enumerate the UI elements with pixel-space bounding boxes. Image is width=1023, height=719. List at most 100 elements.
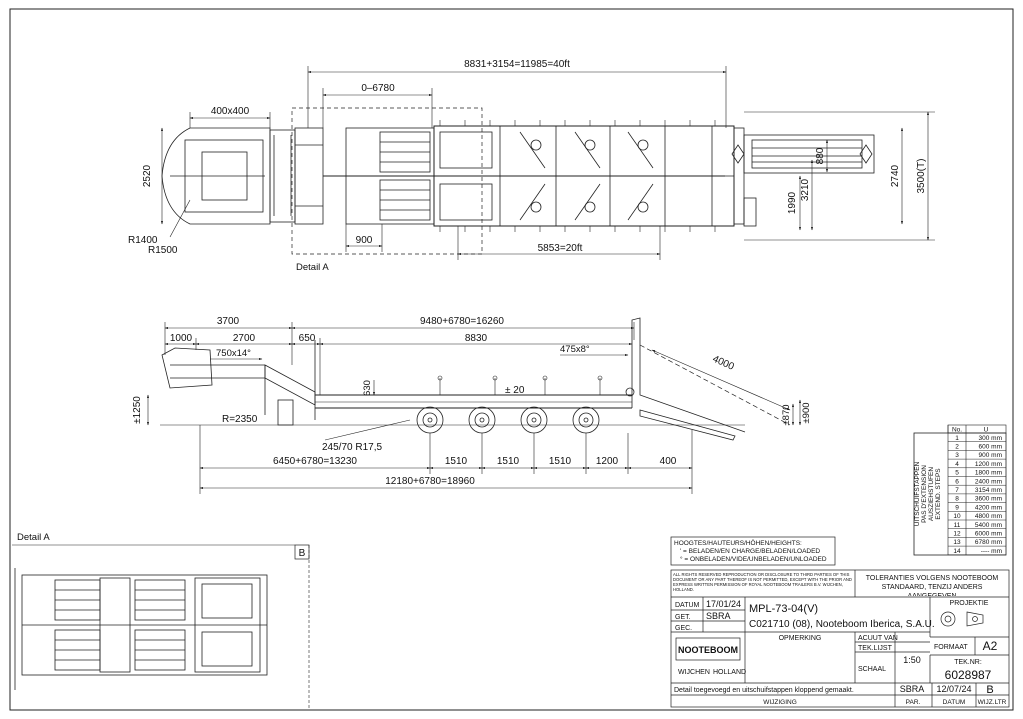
drawing-frame [9, 8, 1014, 711]
table-row-no: 2 [955, 444, 959, 451]
dim-1510c-label: 1510 [549, 456, 572, 467]
table-row-u: 2400 mm [975, 478, 1002, 485]
dim-5853-label: 5853=20ft [538, 243, 583, 254]
rights-notice: ALL RIGHTS RESERVED REPRODUCTION OR DISC… [673, 572, 852, 592]
country-label: HOLLAND [713, 669, 746, 676]
plan-view [161, 107, 875, 255]
table-row-u: 3154 mm [975, 487, 1002, 494]
table-row-u: 4800 mm [975, 513, 1002, 520]
detail-a-outline [291, 107, 483, 255]
table-row-no: 4 [955, 461, 959, 468]
table-row-u: 5400 mm [975, 522, 1002, 529]
dim-8830-label: 8830 [465, 333, 488, 344]
width-2520-label: 2520 [142, 164, 153, 187]
teknr-value: 6028987 [945, 668, 992, 682]
plan-labels: 8831+3154=11985=40ft 0–6780 400x400 2520… [128, 59, 927, 273]
detail-box-letter: B [299, 548, 306, 559]
schaal-value: 1:50 [903, 655, 921, 665]
table-side-label-2: PAS D'EXTENSION [921, 465, 928, 523]
ramp-upper [743, 134, 875, 174]
table-row-no: 11 [954, 522, 961, 529]
dim-13230-label: 6450+6780=13230 [273, 456, 357, 467]
table-row-no: 1 [955, 435, 959, 442]
table-col-u: U [984, 427, 989, 434]
revision-letter: B [986, 684, 993, 696]
neck-transition [294, 127, 324, 225]
extension-range-label: 0–6780 [361, 83, 395, 94]
formaat-value: A2 [983, 639, 998, 653]
wijziging-label: WIJZIGING [763, 699, 797, 706]
dim-2740-label: 2740 [890, 164, 901, 187]
opmerking-label: OPMERKING [779, 635, 822, 642]
dim-900-label: 900 [356, 235, 373, 246]
table-row-u: 900 mm [979, 452, 1002, 459]
dim-870-label: ±870 [781, 404, 792, 425]
table-row-no: 6 [955, 478, 959, 485]
detail-a-title: Detail A [17, 532, 50, 543]
table-row-no: 8 [955, 496, 959, 503]
gooseneck-side [161, 347, 213, 389]
dim-18960-label: 12180+6780=18960 [385, 476, 475, 487]
side-dimensions [146, 322, 802, 494]
plan-dimensions [160, 66, 935, 260]
wheels [416, 406, 600, 434]
heights-note-loaded: ' = BELADEN/EN CHARGE/BELADEN/LOADED [680, 548, 820, 555]
datum-value: 17/01/24 [706, 599, 741, 609]
table-row-no: 7 [955, 487, 959, 494]
table-row-u: 1200 mm [975, 461, 1002, 468]
dim-400-label: 400 [660, 456, 677, 467]
table-row-no: 14 [953, 548, 961, 555]
dim-1250-label: ±1250 [132, 396, 143, 424]
dim-3500-label: 3500(T) [916, 158, 927, 193]
detail-a-plan-label: Detail A [296, 262, 329, 273]
dim-1200-label: 1200 [596, 456, 619, 467]
extension-table: No. U 1 300 mm 2 600 mm 3 900 mm 4 1200 mm 5 1800… [913, 424, 1007, 556]
teklijst-label: TEK.LIJST [858, 645, 893, 652]
rear-ramp [631, 317, 746, 433]
gec-label: GEC. [675, 625, 692, 632]
table-row-u: 3600 mm [975, 496, 1002, 503]
table-row-no: 13 [953, 539, 961, 546]
tolerances-note: TOLERANTIES VOLGENS NOOTEBOOM STANDAARD,… [865, 575, 999, 596]
table-rows: 1 300 mm 2 600 mm 3 900 mm 4 1200 mm 5 1800 mm 6 24… [948, 435, 1006, 556]
get-value: SBRA [706, 611, 731, 621]
dim-750-label: 750x14° [216, 348, 251, 359]
formaat-label: FORMAAT [934, 644, 968, 651]
dim-1990-label: 1990 [787, 191, 798, 214]
table-row-no: 5 [955, 470, 959, 477]
revision-description: Detail toegevoegd en uitschuifstappen kl… [674, 687, 854, 694]
table-row-no: 9 [955, 504, 959, 511]
tyre-size-label: 245/70 R17,5 [322, 442, 382, 453]
dim-1510a-label: 1510 [445, 456, 468, 467]
table-row-no: 12 [953, 531, 961, 538]
get-label: GET. [675, 614, 691, 621]
datum-label: DATUM [675, 602, 700, 609]
par-label: PAR. [906, 699, 921, 706]
table-row-u: 6000 mm [975, 531, 1002, 538]
wijz-ltr-label: WIJZ.LTR [978, 699, 1007, 706]
table-row-u: 300 mm [979, 435, 1002, 442]
neck-slope [264, 364, 316, 406]
detail-a-view: Detail A B [12, 532, 310, 708]
datum-label-2: DATUM [943, 699, 966, 706]
table-row-no: 3 [955, 452, 959, 459]
model-number: MPL-73-04(V) [749, 603, 818, 615]
city-label: WIJCHEN [678, 669, 710, 676]
customer-name: C021710 (08), Nooteboom Iberica, S.A.U. [749, 619, 935, 630]
dim-880-label: 880 [815, 147, 826, 164]
dim-1510b-label: 1510 [497, 456, 520, 467]
dim-4000-label: 4000 [711, 354, 736, 373]
title-block: ALL RIGHTS RESERVED REPRODUCTION OR DISC… [670, 569, 1010, 708]
table-row-u: 1800 mm [975, 470, 1002, 477]
dim-16260-label: 9480+6780=16260 [420, 316, 504, 327]
dim-2700-label: 2700 [233, 333, 256, 344]
dim-3210-label: 3210 [800, 178, 811, 201]
schaal-label: SCHAAL [858, 666, 886, 673]
revision-date: 12/07/24 [936, 684, 971, 694]
table-side-label-4: EXTEND. STEPS [935, 468, 942, 520]
revision-by: SBRA [900, 684, 925, 694]
heights-note-title: HOOGTES/HAUTEURS/HÖHEN/HEIGHTS: [674, 539, 802, 547]
table-col-no: No. [952, 427, 962, 434]
table-row-u: 600 mm [979, 444, 1002, 451]
